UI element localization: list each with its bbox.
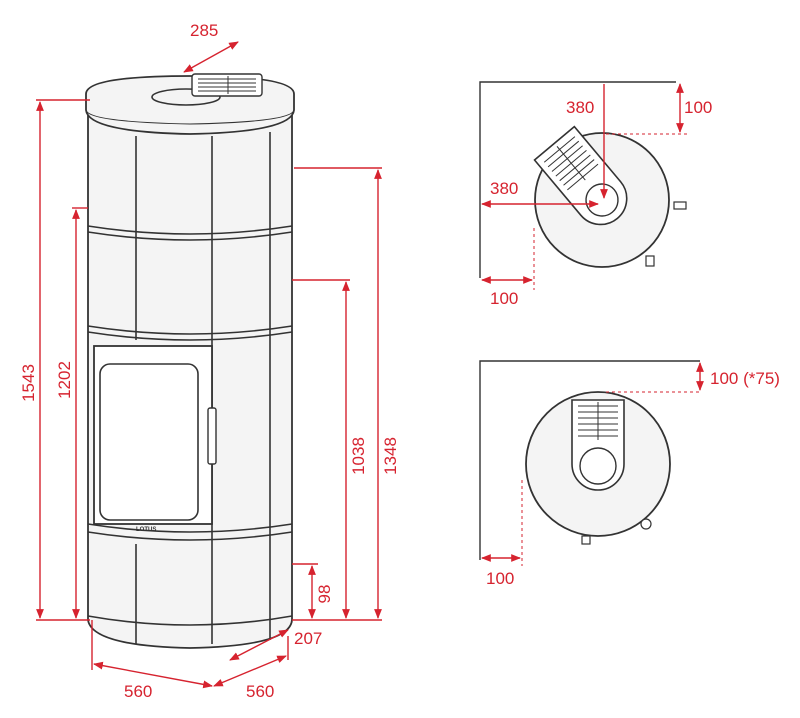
wall-lines — [479, 360, 700, 560]
plan-corner: 380 380 100 100 — [479, 81, 712, 308]
dim-line-560-left — [93, 661, 213, 689]
dim-1038: 1038 — [349, 437, 368, 475]
seam-3b — [87, 531, 293, 541]
seam-2 — [87, 325, 293, 335]
door-glass — [99, 363, 199, 521]
dim-100-side: 100 — [490, 289, 518, 308]
dim-380-y: 380 — [566, 98, 594, 117]
dim-1543: 1543 — [19, 364, 38, 402]
base-line — [87, 615, 293, 626]
top-cap-edge — [85, 109, 295, 125]
dim-1348: 1348 — [381, 437, 400, 475]
dim-line-285 — [183, 41, 239, 73]
knob-1 — [673, 201, 687, 210]
seam-2b — [87, 331, 293, 341]
top-grille — [191, 73, 263, 97]
corner-top-plate — [533, 125, 628, 226]
knob-3 — [640, 518, 652, 530]
top-grille-slots — [198, 76, 256, 94]
dim-100-75: 100 (*75) — [710, 369, 780, 388]
plan-wall: 100 (*75) 100 — [479, 360, 780, 588]
dim-560-left: 560 — [124, 682, 152, 701]
flue-opening — [151, 88, 221, 106]
dim-line-560-right — [213, 655, 287, 687]
door-handle — [207, 407, 217, 465]
wall-flue — [579, 447, 617, 485]
corner-walls — [479, 81, 676, 278]
stove-elevation: LOTUS — [85, 73, 295, 649]
dim-380-x: 380 — [490, 179, 518, 198]
elevation-dimensions: 1543 1202 1348 1038 98 207 285 560 560 — [19, 21, 400, 701]
dim-100-wall-side: 100 — [486, 569, 514, 588]
seam-1 — [87, 225, 293, 235]
dim-1202: 1202 — [55, 361, 74, 399]
dim-98: 98 — [315, 585, 334, 604]
knob-4 — [581, 535, 591, 545]
dim-207: 207 — [294, 629, 322, 648]
wall-grille-slots — [578, 402, 618, 440]
seam-3 — [87, 523, 293, 533]
seam-1b — [87, 231, 293, 241]
brand-label: LOTUS — [136, 527, 156, 533]
knob-2 — [645, 255, 655, 267]
dim-560-right: 560 — [246, 682, 274, 701]
dim-line-207 — [229, 629, 289, 661]
dim-100-top: 100 — [684, 98, 712, 117]
dim-285: 285 — [190, 21, 218, 40]
